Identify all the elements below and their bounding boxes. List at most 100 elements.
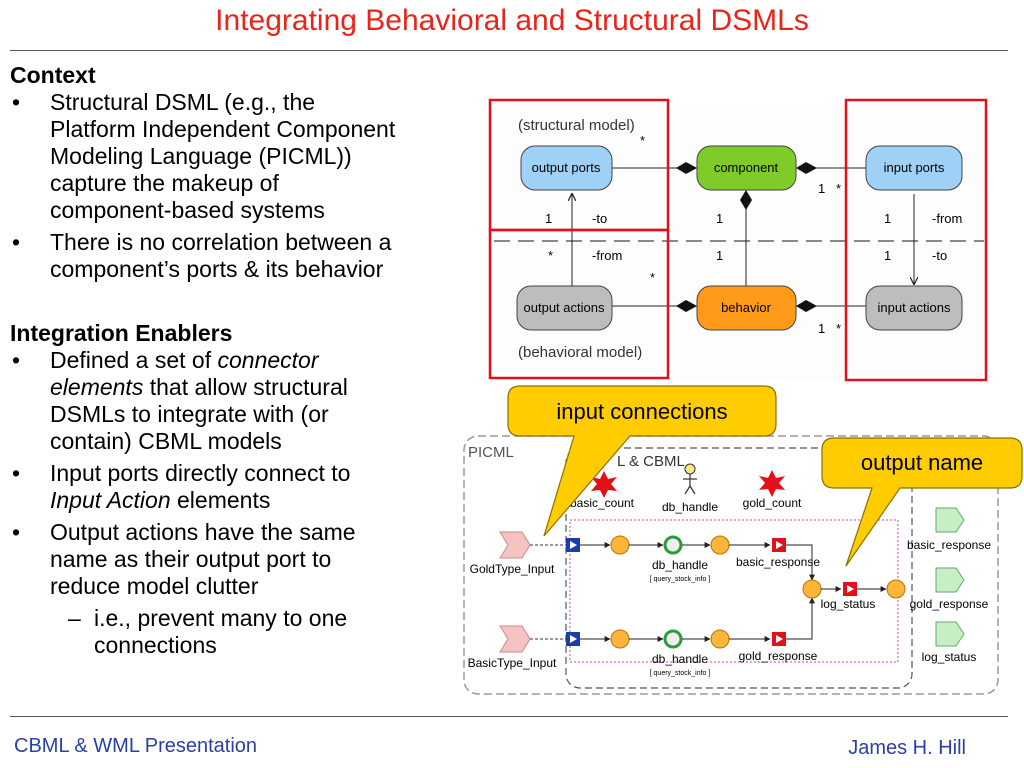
- context-bullet-1-line: capture the makeup of: [50, 170, 279, 196]
- input-actions-label: input actions: [878, 300, 951, 315]
- role-label: -from: [932, 211, 962, 226]
- state-node: [710, 629, 730, 649]
- query-stock-info-label: [ query_stock_info ]: [650, 576, 711, 583]
- star-icon: [591, 471, 617, 498]
- bullet-marker: •: [12, 229, 21, 255]
- basic-response-action-label: basic_response: [736, 555, 820, 569]
- enabler-2-line: Input ports directly connect to: [50, 460, 351, 486]
- state-node: [710, 535, 730, 555]
- behavior-class: [696, 285, 797, 331]
- basic-response-port: [935, 507, 965, 533]
- footer-author: James H. Hill: [848, 737, 966, 759]
- multiplicity: *: [836, 181, 841, 196]
- component-class: [696, 145, 797, 191]
- state-node: [610, 629, 630, 649]
- footer-divider: [10, 716, 1008, 717]
- enabler-2-line: Input Action elements: [50, 487, 485, 514]
- context-bullet-1-line: Structural DSML (e.g., the: [50, 89, 316, 115]
- state-node: [886, 579, 906, 599]
- flow-arrow: [786, 544, 815, 581]
- role-label: -from: [592, 248, 622, 263]
- context-list: • Structural DSML (e.g., the Platform In…: [10, 89, 485, 283]
- slide-title: Integrating Behavioral and Structural DS…: [215, 4, 809, 37]
- composition-diamond: [676, 162, 697, 174]
- enablers-heading: Integration Enablers: [10, 320, 233, 346]
- play-glyph: [570, 635, 577, 643]
- goldtype-input-port: [499, 531, 531, 559]
- gold-response-action-label: gold_response: [739, 649, 818, 663]
- footer-presentation-name: CBML & WML Presentation: [14, 735, 258, 757]
- multiplicity: 1: [884, 211, 891, 226]
- role-label: -to: [592, 211, 607, 226]
- picml-model: PICML L & CBML basic_count db_handle gol…: [463, 435, 999, 695]
- enabler-3-line: Output actions have the same: [50, 519, 356, 545]
- enabler-1-line: Defined a set of connector: [50, 347, 485, 374]
- goldtype-input-label: GoldType_Input: [470, 562, 555, 576]
- output-actions-class: [516, 285, 613, 331]
- state-node: [610, 535, 630, 555]
- log-status-action-label: log_status: [821, 597, 876, 611]
- enabler-1-emphasis: elements: [50, 374, 144, 400]
- db-handle-action-label: db_handle: [652, 558, 708, 572]
- flow-arrow: [786, 597, 815, 640]
- composition-diamond: [796, 162, 817, 174]
- input-actions-class: [865, 285, 963, 331]
- bullet-marker: •: [12, 89, 21, 115]
- multiplicity: *: [836, 321, 841, 336]
- enablers-list: • Defined a set of connector elements th…: [10, 347, 485, 659]
- query-stock-info-label: [ query_stock_info ]: [650, 670, 711, 677]
- context-bullet-1-line: Modeling Language (PICML)): [50, 143, 352, 169]
- multiplicity: 1: [716, 211, 723, 226]
- composition-diamond: [740, 190, 752, 210]
- enabler-3-line: name as their output port to: [50, 546, 332, 572]
- output-ports-class: [520, 145, 613, 191]
- behavior-label: behavior: [721, 300, 772, 315]
- composition-diamond: [676, 300, 697, 312]
- basictype-input-port: [499, 625, 531, 653]
- enabler-bullet-3: • Output actions have the same name as t…: [10, 519, 485, 600]
- state-node: [802, 579, 822, 599]
- dash-marker: –: [68, 605, 81, 631]
- enabler-2-text: elements: [170, 487, 271, 513]
- uml-metamodel: (structural model) (behavioral model) * …: [488, 98, 988, 382]
- db-handle-label: db_handle: [662, 500, 718, 514]
- enabler-2-emphasis: Input Action: [50, 487, 171, 513]
- play-glyph: [570, 541, 577, 549]
- structural-model-label: (structural model): [518, 117, 635, 134]
- output-name-label: output name: [861, 450, 983, 475]
- bullet-marker: •: [12, 347, 21, 373]
- enabler-bullet-1: • Defined a set of connector elements th…: [10, 347, 485, 455]
- multiplicity: *: [650, 270, 655, 285]
- input-ports-label: input ports: [884, 160, 945, 175]
- multiplicity: 1: [818, 181, 825, 196]
- gold-response-port: [935, 567, 965, 593]
- role-label: -to: [932, 248, 947, 263]
- title-divider: [10, 50, 1008, 51]
- multiplicity: 1: [545, 211, 552, 226]
- multiplicity: 1: [884, 248, 891, 263]
- basic-count-label: basic_count: [570, 496, 635, 510]
- bullet-text: Context • Structural DSML (e.g., the Pla…: [10, 62, 485, 664]
- sub-bullet: – i.e., prevent many to one connections: [10, 605, 485, 659]
- enabler-1-text: that allow structural: [143, 374, 348, 400]
- sub-bullet-line: i.e., prevent many to one: [94, 605, 348, 631]
- multiplicity: 1: [818, 321, 825, 336]
- stick-figure-icon: [683, 463, 697, 495]
- enabler-bullet-2: • Input ports directly connect to Input …: [10, 460, 485, 514]
- play-glyph: [847, 585, 854, 593]
- input-connections-callout: input connections: [507, 385, 777, 537]
- input-connections-label: input connections: [556, 399, 727, 424]
- enabler-1-emphasis: connector: [217, 347, 319, 373]
- enabler-1-line: contain) CBML models: [50, 428, 282, 454]
- cbml-container: [565, 447, 913, 689]
- picml-label: PICML: [468, 444, 514, 461]
- output-actions-highlight: [488, 228, 670, 380]
- input-highlight: [844, 98, 988, 382]
- context-bullet-1-line: component-based systems: [50, 197, 325, 223]
- log-status-port-label: log_status: [922, 650, 977, 664]
- db-handle-action-label: db_handle: [652, 652, 708, 666]
- context-bullet-1: • Structural DSML (e.g., the Platform In…: [10, 89, 485, 224]
- sub-bullet-line: connections: [94, 632, 217, 658]
- star-icon: [759, 470, 785, 497]
